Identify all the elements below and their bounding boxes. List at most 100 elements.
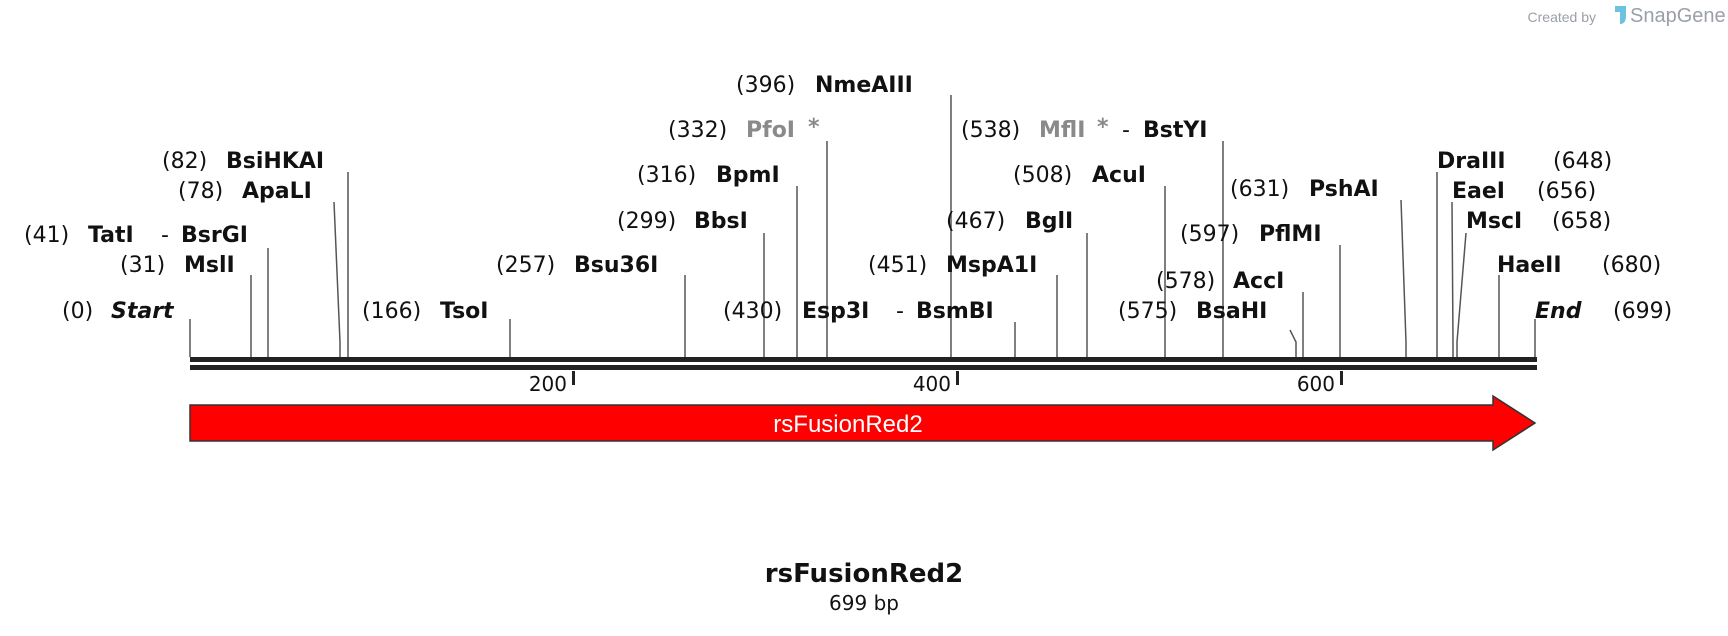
site-eaei[interactable]: EaeI (656): [1451, 179, 1596, 357]
site-name: Bsu36I: [574, 253, 658, 278]
feature-label: rsFusionRed2: [773, 411, 922, 438]
site-name: End: [1535, 299, 1582, 324]
site-name: HaeII: [1497, 253, 1562, 278]
site-acci[interactable]: (578) AccI: [1156, 269, 1304, 357]
site-position: (430): [723, 299, 782, 324]
site-name: BpmI: [716, 163, 780, 188]
feature-arrow: [189, 394, 1537, 452]
site-bgli[interactable]: (467) BglI: [946, 209, 1088, 357]
site-bbsi[interactable]: (299) BbsI: [617, 209, 765, 357]
site-position: (0): [62, 299, 93, 324]
site-name: MscI: [1466, 209, 1522, 234]
site-tati-bsrgi[interactable]: (41) TatI - BsrGI: [24, 223, 269, 357]
sequence-backbone: [190, 357, 1537, 370]
site-star: *: [1097, 115, 1109, 140]
credit-brand: SnapGene: [1630, 5, 1726, 27]
site-mspa1i[interactable]: (451) MspA1I: [868, 253, 1058, 357]
site-position: (316): [637, 163, 696, 188]
site-position: (257): [496, 253, 555, 278]
site-name: BsaHI: [1196, 299, 1267, 324]
sequence-title: rsFusionRed2: [765, 559, 963, 589]
site-tsoi[interactable]: (166) TsoI: [362, 299, 511, 357]
site-position: (578): [1156, 269, 1215, 294]
site-apali[interactable]: (78) ApaLI: [178, 179, 341, 357]
site-name: PfoI: [746, 118, 795, 143]
site-name: EaeI: [1452, 179, 1505, 204]
site-msci[interactable]: MscI (658): [1456, 209, 1611, 357]
ruler: 200 400 600: [529, 371, 1343, 396]
tick-mark-200: [572, 371, 575, 385]
tick-label-200: 200: [529, 372, 567, 396]
site-name: DraIII: [1437, 149, 1506, 174]
site-position: (631): [1230, 177, 1289, 202]
site-name: MslI: [184, 253, 235, 278]
site-name: Esp3I: [802, 299, 869, 324]
restriction-sites: (0) Start (31) MslI (41) TatI - BsrGI (7…: [24, 73, 1672, 357]
site-position: (575): [1118, 299, 1177, 324]
site-name: BbsI: [694, 209, 748, 234]
site-pflmi[interactable]: (597) PflMI: [1180, 222, 1341, 357]
site-position: (41): [24, 223, 69, 248]
site-position: (648): [1553, 149, 1612, 174]
site-bsu36i[interactable]: (257) Bsu36I: [496, 253, 686, 357]
site-end[interactable]: End (699): [1534, 299, 1672, 357]
feature-rsfusionred2[interactable]: rsFusionRed2: [189, 394, 1537, 452]
site-name: TsoI: [440, 299, 488, 324]
site-bpmi[interactable]: (316) BpmI: [637, 163, 798, 357]
site-separator: -: [896, 299, 904, 324]
site-pshai[interactable]: (631) PshAI: [1230, 177, 1407, 357]
site-position: (508): [1013, 163, 1072, 188]
credit-prefix: Created by: [1528, 9, 1596, 25]
site-pfoi[interactable]: (332) PfoI *: [668, 115, 828, 357]
site-name: AcuI: [1092, 163, 1146, 188]
site-name: Start: [111, 299, 175, 324]
site-name: BsiHKAI: [226, 149, 324, 174]
site-star: *: [808, 115, 820, 140]
site-position: (299): [617, 209, 676, 234]
site-position: (166): [362, 299, 421, 324]
site-name: AccI: [1233, 269, 1284, 294]
site-bsahi[interactable]: (575) BsaHI: [1118, 299, 1297, 357]
tick-mark-400: [956, 371, 959, 385]
site-name: MflI: [1039, 118, 1085, 143]
snapgene-logo-icon: [1615, 6, 1626, 24]
site-position: (658): [1552, 209, 1611, 234]
site-position: (82): [162, 149, 207, 174]
tick-label-600: 600: [1297, 372, 1335, 396]
site-separator: -: [1122, 118, 1130, 143]
site-nmeaiii[interactable]: (396) NmeAIII: [736, 73, 952, 357]
tick-mark-600: [1340, 371, 1343, 385]
site-name: PshAI: [1309, 177, 1379, 202]
site-mfli-bstyi[interactable]: (538) MflI * - BstYI: [961, 115, 1224, 357]
site-position: (699): [1613, 299, 1672, 324]
site-name-2: BsrGI: [181, 223, 248, 248]
site-name: NmeAIII: [815, 73, 913, 98]
site-haeii[interactable]: HaeII (680): [1497, 253, 1661, 357]
site-name-2: BstYI: [1143, 118, 1208, 143]
site-esp3i-bsmbi[interactable]: (430) Esp3I - BsmBI: [723, 299, 1016, 357]
site-name: TatI: [88, 223, 134, 248]
site-bsihkai[interactable]: (82) BsiHKAI: [162, 149, 349, 357]
site-msli[interactable]: (31) MslI: [120, 253, 252, 357]
site-position: (538): [961, 118, 1020, 143]
site-acui[interactable]: (508) AcuI: [1013, 163, 1166, 357]
site-position: (597): [1180, 222, 1239, 247]
site-position: (78): [178, 179, 223, 204]
site-position: (467): [946, 209, 1005, 234]
site-position: (680): [1602, 253, 1661, 278]
sequence-length: 699 bp: [829, 591, 899, 615]
site-start[interactable]: (0) Start: [62, 299, 191, 357]
site-position: (451): [868, 253, 927, 278]
site-name: PflMI: [1259, 222, 1322, 247]
site-draiii[interactable]: DraIII (648): [1436, 149, 1612, 357]
site-position: (656): [1537, 179, 1596, 204]
site-separator: -: [161, 223, 169, 248]
site-position: (396): [736, 73, 795, 98]
site-name-2: BsmBI: [916, 299, 994, 324]
site-position: (332): [668, 118, 727, 143]
site-name: ApaLI: [242, 179, 312, 204]
tick-label-400: 400: [913, 372, 951, 396]
site-name: MspA1I: [946, 253, 1037, 278]
site-position: (31): [120, 253, 165, 278]
